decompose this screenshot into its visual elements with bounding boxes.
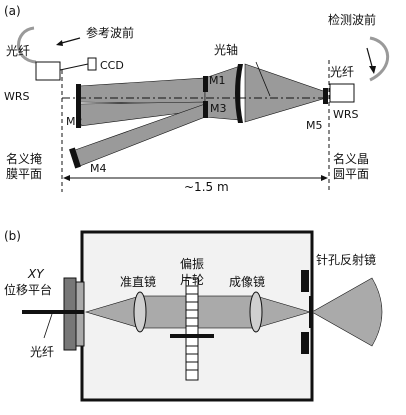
mirror-m5	[323, 88, 328, 104]
panel-a: (a)	[4, 4, 390, 194]
test-wavefront-arrowhead	[369, 66, 376, 74]
fiber-left-label: 光纤	[6, 44, 30, 58]
mirrors	[69, 64, 328, 169]
panel-b: (b)	[4, 229, 383, 402]
ccd-label: CCD	[100, 59, 124, 72]
wrs-left-box	[35, 61, 61, 81]
imaging-lens-label: 成像镜	[229, 274, 265, 289]
fiber-right-label: 光纤	[330, 65, 354, 79]
collimator-lens	[133, 291, 147, 333]
wafer-plane-label-1: 名义晶	[333, 151, 369, 166]
wrs-right-label: WRS	[333, 108, 359, 121]
pinhole-mirror-bottom	[301, 332, 309, 354]
mirror-m3	[203, 101, 208, 118]
ccd-link	[59, 63, 89, 71]
mirror-m2	[76, 84, 81, 128]
panel-a-tag: (a)	[4, 4, 21, 18]
m5-label: M5	[306, 119, 323, 132]
polarizer-label-1: 偏振	[180, 256, 204, 271]
fiber-pointer	[43, 313, 53, 339]
fiber-right-cable	[369, 36, 390, 82]
pinhole-mirror	[309, 296, 313, 328]
reference-wavefront-arrowhead	[56, 40, 63, 46]
wrs-left-label: WRS	[4, 90, 30, 103]
beam-to-m5	[244, 63, 327, 123]
mask-plane-label-1: 名义掩	[6, 151, 42, 166]
collimator-label: 准直镜	[120, 274, 156, 289]
m2-label: M2	[66, 115, 83, 128]
reference-wavefront-label: 参考波前	[86, 25, 134, 40]
imaging-lens	[249, 291, 263, 333]
distance-arrowhead-left	[63, 175, 70, 181]
panel-b-tag: (b)	[4, 229, 21, 243]
wrs-right-box	[329, 83, 355, 103]
m1-label: M1	[209, 74, 226, 87]
mirror-m4	[69, 147, 81, 169]
polarizer-wheel	[185, 277, 199, 381]
xy-stage-label-2: 位移平台	[4, 282, 52, 297]
ccd-box	[87, 57, 97, 71]
distance-arrowhead-right	[321, 175, 328, 181]
test-wavefront-label: 检测波前	[328, 12, 376, 27]
optical-axis-pointer	[255, 61, 271, 97]
mask-plane-label-2: 膜平面	[6, 167, 42, 181]
mirror-m1	[203, 76, 208, 92]
mirror-m4-secondary	[235, 64, 243, 123]
beam-m2-m1	[79, 77, 206, 105]
polarizer-label-2: 片轮	[180, 273, 204, 287]
xy-stage-label-1: XY	[27, 267, 45, 281]
fiber-label: 光纤	[30, 345, 54, 359]
beam-paths	[74, 63, 327, 167]
pinhole-mirror-label: 针孔反射镜	[316, 252, 376, 267]
pinhole-mirror-top	[301, 270, 309, 292]
distance-label: ~1.5 m	[184, 180, 229, 194]
fiber-left-cable	[17, 26, 37, 64]
m4-label: M4	[90, 162, 107, 175]
beam-reflected-cone	[311, 277, 383, 347]
optical-axis-label: 光轴	[214, 42, 238, 57]
m3-label: M3	[210, 102, 227, 115]
wafer-plane-label-2: 圆平面	[333, 167, 369, 181]
